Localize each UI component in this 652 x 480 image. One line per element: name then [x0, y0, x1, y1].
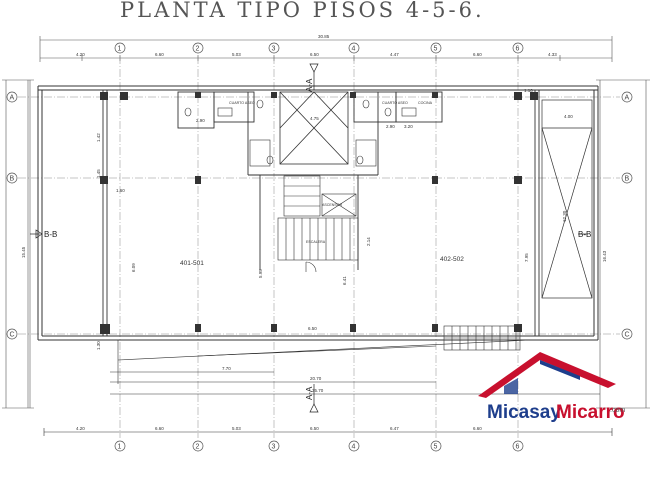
- bath-right-label: CUARTO ASEO: [382, 101, 408, 105]
- axis-label-A-left: A: [10, 95, 15, 102]
- dim-misc-6: 2.14: [366, 237, 371, 246]
- axis-label-B-right: B: [625, 176, 630, 183]
- dim-run-c: 25.70: [312, 388, 324, 393]
- dim-bottom-3: 5.03: [232, 426, 241, 431]
- plan-title: PLANTA TIPO PISOS 4-5-6.: [120, 0, 485, 22]
- stair-label: ESCALERA: [306, 240, 326, 244]
- dim-run-b: 20.70: [310, 376, 322, 381]
- logo-text-part2: Micarro: [556, 402, 625, 423]
- dim-left-mid: 6.09: [131, 263, 136, 272]
- section-a-top: A-A: [305, 78, 314, 92]
- dim-right-vertical: 16.43: [602, 250, 607, 262]
- axis-label-A-right: A: [625, 95, 630, 102]
- section-markers: [30, 63, 588, 413]
- dim-top-2: 6.60: [155, 52, 164, 57]
- light-well: [279, 91, 349, 165]
- dim-left-vertical: 15.45: [21, 246, 26, 258]
- dim-top-3: 5.03: [232, 52, 241, 57]
- axis-label-4-bottom: 4: [352, 444, 356, 451]
- axis-label-6-bottom: 6: [516, 444, 520, 451]
- dim-top-1: 4.20: [76, 52, 85, 57]
- dim-bottom-1: 4.20: [76, 426, 85, 431]
- dim-misc-8: 2.90: [386, 124, 395, 129]
- front-edge: [43, 339, 613, 436]
- dim-top-6: 6.60: [473, 52, 482, 57]
- section-b-right: B-B: [578, 230, 591, 239]
- logo-text-suffix: .com: [610, 407, 625, 414]
- axis-label-6-top: 6: [516, 46, 520, 53]
- kitchen-label: COCINA: [418, 101, 433, 105]
- axis-label-2-bottom: 2: [196, 444, 200, 451]
- dim-misc-4: 1.42: [96, 133, 101, 142]
- dim-top-7: 4.33: [548, 52, 557, 57]
- dim-top-5: 4.47: [390, 52, 399, 57]
- axis-label-3-top: 3: [272, 46, 276, 53]
- axis-label-1-top: 1: [118, 46, 122, 53]
- axis-label-C-left: C: [10, 332, 15, 339]
- dim-misc-5: 3.20: [404, 124, 413, 129]
- column-bubbles-bottom: [114, 440, 524, 452]
- axis-label-3-bottom: 3: [272, 444, 276, 451]
- dim-misc-2: 1.10: [524, 88, 533, 93]
- dim-bottom-4: 6.50: [310, 426, 319, 431]
- section-a-bottom: A-A: [305, 386, 314, 400]
- dim-misc-7: 1.45: [96, 169, 101, 178]
- axis-label-2-top: 2: [196, 46, 200, 53]
- dim-misc-3: 2.90: [196, 118, 205, 123]
- side-dimension-lines: [2, 79, 650, 409]
- dim-right-mid: 12.30: [562, 210, 567, 222]
- dim-bottom-2: 6.60: [155, 426, 164, 431]
- building-outline: [37, 85, 599, 341]
- axis-label-4-top: 4: [352, 46, 356, 53]
- dim-misc-9: 1.30: [96, 341, 101, 350]
- elevator-label: ASCENSOR: [322, 203, 343, 207]
- axis-label-C-right: C: [625, 332, 630, 339]
- axis-label-5-top: 5: [434, 46, 438, 53]
- row-bubbles: [6, 91, 633, 340]
- logo-text-part1: Micasay: [487, 402, 561, 423]
- structural-columns: [100, 92, 538, 334]
- right-void: [541, 99, 593, 299]
- dim-misc-1: 1.60: [116, 188, 125, 193]
- apartment-right-label: 402-502: [440, 256, 464, 263]
- axis-label-5-bottom: 5: [434, 444, 438, 451]
- dim-mid-c: 7.95: [524, 253, 529, 262]
- dim-bottom-6: 6.60: [473, 426, 482, 431]
- dim-center-mid: 6.50: [308, 326, 317, 331]
- site-logo: Micasay Micarro .com: [478, 352, 625, 423]
- apartment-left-label: 401-501: [180, 260, 204, 267]
- dim-mid-a: 5.95: [258, 269, 263, 278]
- axis-label-1-bottom: 1: [118, 444, 122, 451]
- dim-center-top: 4.75: [310, 116, 319, 121]
- dim-run-a: 7.70: [222, 366, 231, 371]
- section-b-left: B-B: [44, 230, 57, 239]
- dim-right-top: 4.00: [564, 114, 573, 119]
- bath-left-label: CUARTO ASEO: [229, 101, 255, 105]
- dim-bottom-5: 6.47: [390, 426, 399, 431]
- column-bubbles-top: [114, 42, 524, 54]
- stair-core: [277, 175, 359, 273]
- dim-overall-top: 30.85: [318, 34, 330, 39]
- axis-label-B-left: B: [10, 176, 15, 183]
- dim-mid-b: 6.41: [342, 276, 347, 285]
- dim-top-4: 6.50: [310, 52, 319, 57]
- balcony-strip: [443, 325, 521, 351]
- bath-fixtures: [184, 99, 417, 167]
